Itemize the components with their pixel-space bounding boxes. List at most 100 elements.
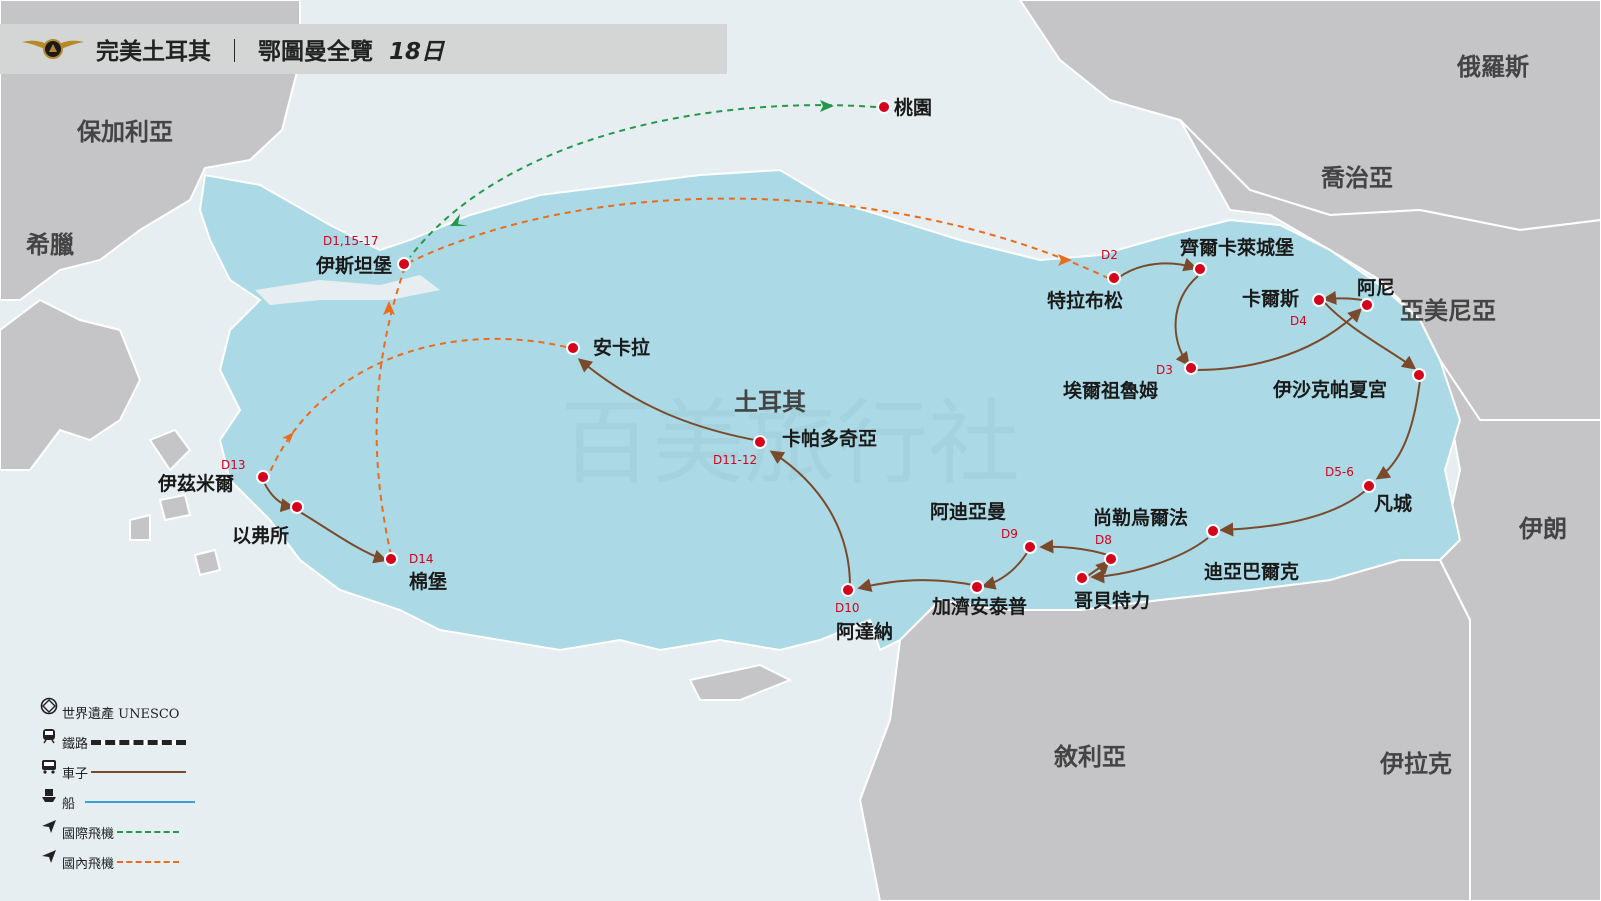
day-labels: D1,15-17 D2 D3 D4 D5-6 D8 D9 D10 D11-12 … [221, 234, 1354, 615]
route-car-sanliurfa-gobekli [1090, 537, 1209, 584]
route-car-izmir-ephesus [263, 481, 295, 513]
label-armenia: 亞美尼亞 [1400, 296, 1496, 325]
legend-boat: 船 [40, 787, 210, 817]
city-dot-gaziantep [970, 580, 984, 594]
title-route: 鄂圖曼全覽 [258, 39, 374, 65]
label-turkey: 土耳其 [734, 387, 806, 416]
route-intl-taoyuan-istanbul [409, 104, 877, 258]
plane-icon [383, 301, 395, 315]
day-izmir: D13 [221, 458, 246, 472]
title-separator: ｜ [223, 39, 247, 65]
legend-rail-label: 鐵路 [62, 736, 89, 752]
legend-dom-flight-label: 國內飛機 [62, 856, 115, 872]
route-car-gaziantep-adana [857, 578, 979, 593]
route-dom-ankara-izmir [269, 337, 567, 473]
sea-marmara [255, 275, 440, 305]
city-dot-ani [1360, 298, 1374, 312]
land-cyprus [688, 663, 793, 701]
day-gobekli: D8 [1095, 533, 1112, 547]
day-erzurum: D3 [1156, 363, 1173, 377]
dom-plane-icons [282, 254, 1072, 444]
city-dot-van [1362, 479, 1376, 493]
plane-icon [450, 214, 468, 226]
label-georgia: 喬治亞 [1320, 163, 1393, 192]
city-dot-safranbolu [1193, 262, 1207, 276]
city-dot-adana [841, 583, 855, 597]
legend-dom-flight: 國內飛機 [40, 847, 210, 877]
legend-unesco-label: 世界遺產 UNESCO [62, 706, 180, 722]
city-dot-gobekli [1075, 571, 1089, 585]
city-dot-istanbul [397, 257, 411, 271]
day-pamukkale: D14 [409, 552, 434, 566]
airplane-icon [40, 850, 60, 872]
route-car-d8-adiyaman [1039, 539, 1109, 556]
label-syria: 敘利亞 [1054, 742, 1126, 771]
label-iraq: 伊拉克 [1379, 749, 1452, 778]
label-taoyuan: 桃園 [894, 96, 932, 119]
city-dot-trabzon [1107, 271, 1121, 285]
legend-boat-label: 船 [62, 796, 76, 812]
label-trabzon: 特拉布松 [1047, 289, 1123, 312]
day-istanbul: D1,15-17 [323, 234, 379, 248]
brand-logo-icon [22, 39, 84, 59]
route-car-ishak-van [1375, 379, 1421, 480]
label-bulgaria: 保加利亞 [76, 117, 173, 146]
route-dom-pamukkale-istanbul [375, 269, 405, 556]
bus-icon [40, 760, 60, 782]
city-dot-ephesus [290, 500, 304, 514]
city-dot-izmir [256, 470, 270, 484]
city-dot-adiyaman [1023, 540, 1037, 554]
city-dot-ankara [566, 341, 580, 355]
label-erzurum: 埃爾祖魯姆 [1063, 379, 1158, 402]
title-bar: 完美土耳其 ｜ 鄂圖曼全覽 18日 [0, 24, 727, 74]
dom-flight-line-sample [117, 861, 180, 863]
label-sanliurfa: 尚勒烏爾法 [1093, 506, 1188, 529]
legend-car-label: 車子 [62, 766, 89, 782]
city-dot-ishak [1412, 368, 1426, 382]
plane-icon [1058, 254, 1072, 266]
city-dot-pamukkale [384, 552, 398, 566]
country-labels: 保加利亞 希臘 俄羅斯 喬治亞 亞美尼亞 伊朗 敘利亞 伊拉克 土耳其 [26, 52, 1567, 778]
title-days: 18日 [389, 39, 445, 65]
legend-car: 車子 [40, 757, 210, 787]
label-gaziantep: 加濟安泰普 [931, 595, 1027, 618]
day-trabzon: D2 [1101, 248, 1118, 262]
rail-line-sample [91, 739, 187, 745]
legend-intl-flight: 國際飛機 [40, 817, 210, 847]
day-adiyaman: D9 [1001, 527, 1018, 541]
route-car-erzurum-ani [1195, 308, 1362, 371]
day-kars: D4 [1290, 314, 1307, 328]
legend-rail: 鐵路 [40, 727, 210, 757]
city-dot-taoyuan [877, 100, 891, 114]
route-dom-istanbul-trabzon [407, 197, 1109, 279]
plane-icon [282, 432, 294, 444]
label-izmir: 伊茲米爾 [157, 472, 234, 495]
land-greece-south [0, 298, 142, 471]
route-car-adana-cappadocia [769, 450, 851, 587]
city-dot-erzurum [1184, 361, 1198, 375]
unesco-icon [40, 697, 60, 722]
label-greece: 希臘 [26, 230, 74, 259]
route-car-trabzon-safranbolu [1117, 257, 1198, 279]
label-van: 凡城 [1374, 492, 1412, 515]
city-dot-d8 [1104, 552, 1118, 566]
route-car-kars-ishak [1323, 301, 1417, 370]
map-legend: 世界遺產 UNESCO 鐵路 車子 船 國際飛機 國內飛機 [40, 697, 210, 877]
city-labels: 桃園 伊斯坦堡 特拉布松 齊爾卡萊城堡 埃爾祖魯姆 卡爾斯 阿尼 伊沙克帕夏宮 … [157, 96, 1412, 643]
route-car-van-sanliurfa [1219, 490, 1366, 537]
label-kars: 卡爾斯 [1242, 287, 1299, 310]
legend-unesco: 世界遺產 UNESCO [40, 697, 210, 727]
land-iran [1438, 359, 1601, 901]
label-adana: 阿達納 [836, 620, 893, 643]
label-cappadocia: 卡帕多奇亞 [782, 427, 877, 450]
label-safranbolu: 齊爾卡萊城堡 [1179, 236, 1294, 259]
boat-line-sample [85, 801, 196, 803]
label-ani: 阿尼 [1357, 277, 1395, 299]
land-russia [1018, 0, 1601, 232]
route-car-cappadocia-ankara [577, 358, 761, 442]
city-dots [256, 100, 1426, 597]
city-dot-sanliurfa [1206, 524, 1220, 538]
